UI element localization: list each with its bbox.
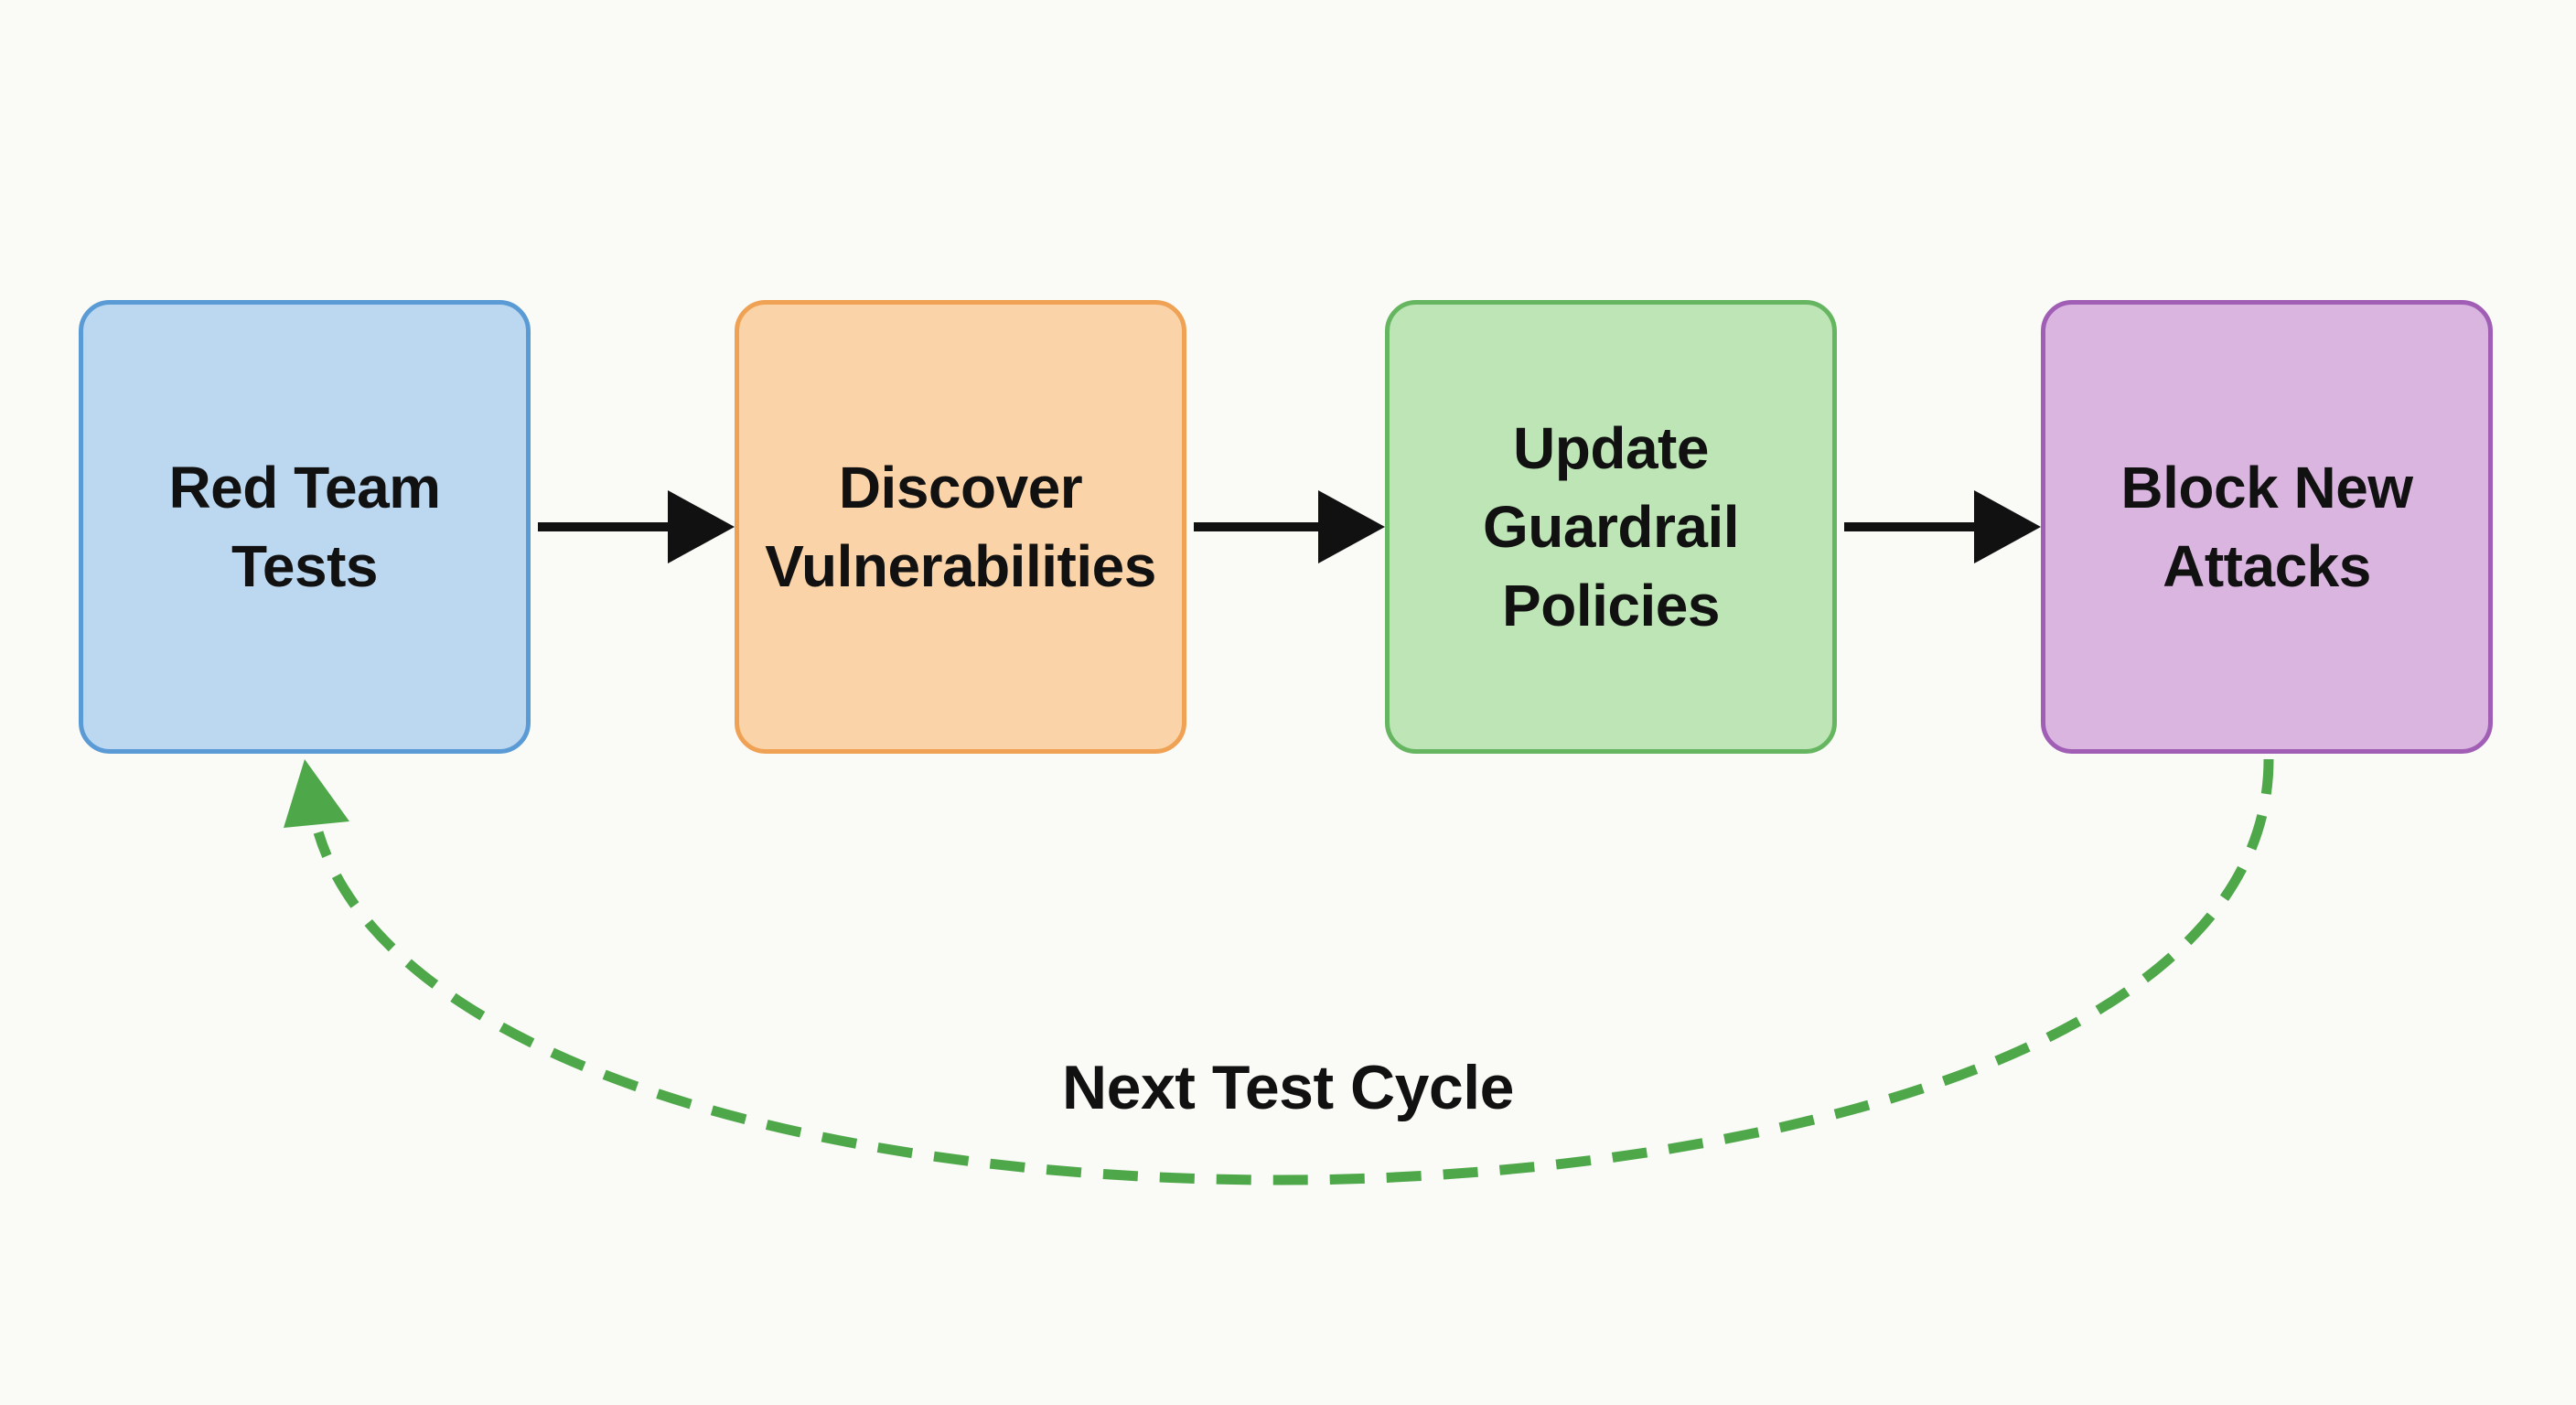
cycle-arrowhead (284, 759, 349, 828)
cycle-label: Next Test Cycle (1062, 1053, 1514, 1122)
arrow-step2-to-step3 (1194, 490, 1385, 563)
arrow-step1-to-step2 (538, 490, 735, 563)
arrow-step3-to-step4 (1844, 490, 2041, 563)
cycle-arrow (284, 758, 2274, 1185)
